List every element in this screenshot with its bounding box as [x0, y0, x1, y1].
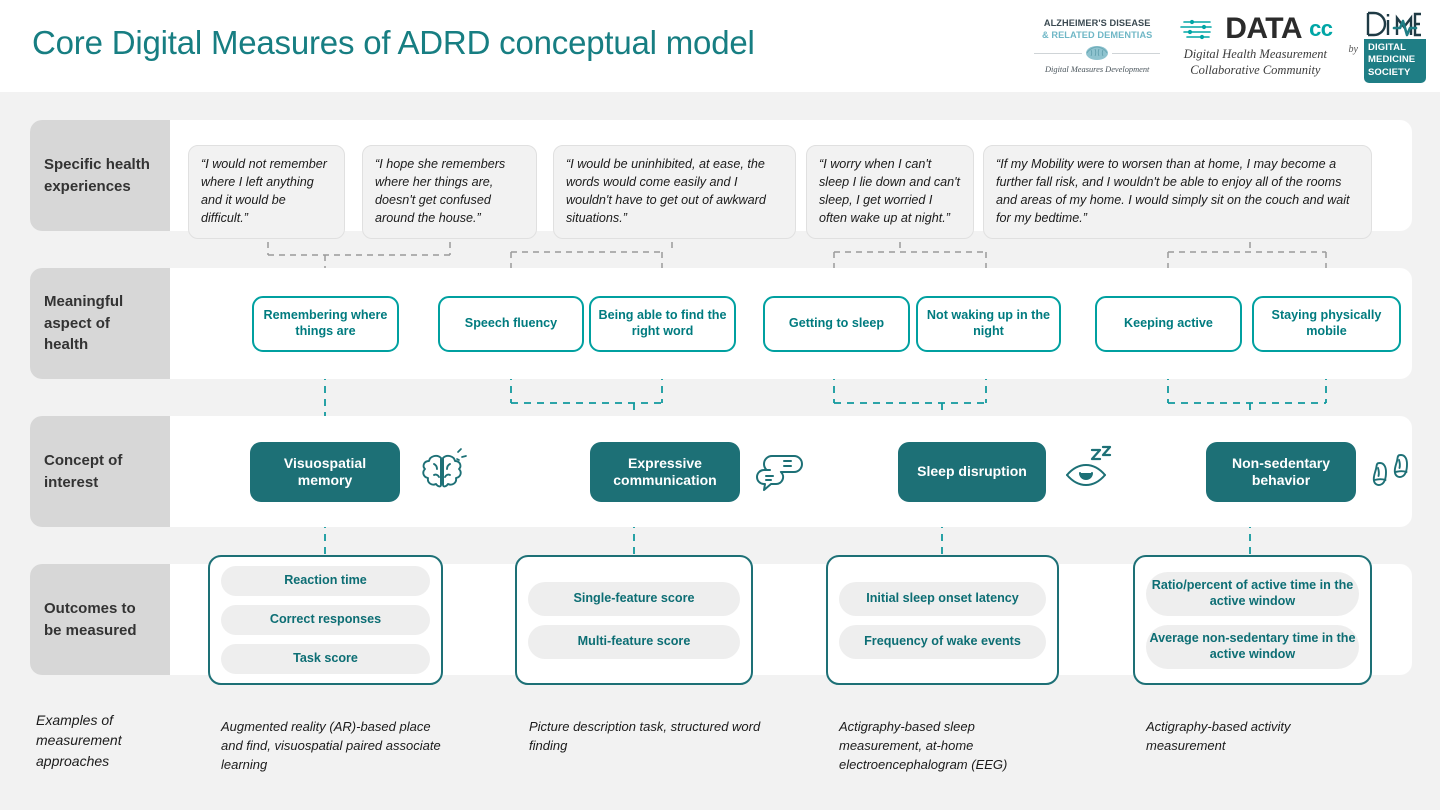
outcome-pill[interactable]: Correct responses	[221, 605, 430, 635]
outcome-pill[interactable]: Reaction time	[221, 566, 430, 596]
conceptual-model-diagram: Specific health experiences “I would not…	[0, 92, 1440, 810]
sleeping-eye-zzz-icon	[1056, 442, 1116, 502]
row-label-outcomes-to-be-measured: Outcomes to be measured	[30, 564, 170, 675]
meaningful-aspect-box[interactable]: Speech fluency	[438, 296, 584, 352]
dime-line1: DIGITAL	[1368, 41, 1406, 53]
adrd-logo: ALZHEIMER'S DISEASE & RELATED DEMENTIAS …	[1034, 18, 1168, 74]
adrd-logo-line1: ALZHEIMER'S DISEASE	[1043, 18, 1151, 28]
outcome-pill[interactable]: Task score	[221, 644, 430, 674]
adrd-logo-line2: & RELATED DEMENTIAS	[1041, 29, 1153, 40]
outcome-pill[interactable]: Average non-sedentary time in the active…	[1146, 624, 1359, 669]
concept-box[interactable]: Expressive communication	[590, 442, 740, 502]
footer-label: Examples of measurement approaches	[36, 712, 122, 769]
concept-box[interactable]: Non-sedentary behavior	[1206, 442, 1356, 502]
row-label-specific-health-experiences: Specific health experiences	[30, 120, 170, 231]
datacc-wordmark: DATA	[1225, 11, 1303, 45]
meaningful-aspect-box[interactable]: Getting to sleep	[763, 296, 910, 352]
concept-box[interactable]: Sleep disruption	[898, 442, 1046, 502]
quote-card: “I hope she remembers where her things a…	[362, 145, 537, 239]
row-label-concept-of-interest: Concept of interest	[30, 416, 170, 527]
adrd-brain-icon	[1034, 43, 1161, 63]
meaningful-aspect-box[interactable]: Staying physically mobile	[1252, 296, 1401, 352]
brain-icon	[412, 442, 472, 502]
outcome-pill[interactable]: Initial sleep onset latency	[839, 581, 1046, 616]
dime-name-block: DIGITAL MEDICINE SOCIETY	[1364, 38, 1426, 84]
speech-bubbles-icon	[748, 442, 808, 502]
quote-card: “If my Mobility were to worsen than at h…	[983, 145, 1372, 239]
quote-card: “I would not remember where I left anyth…	[188, 145, 345, 239]
datacc-sub-line1: Digital Health Measurement	[1183, 46, 1327, 61]
page-header: Core Digital Measures of ADRD conceptual…	[0, 0, 1440, 92]
adrd-logo-tagline: Digital Measures Development	[1045, 65, 1150, 74]
outcome-group[interactable]: Initial sleep onset latency Frequency of…	[826, 555, 1059, 685]
datacc-cc-mark: cc	[1309, 15, 1333, 41]
footer-example: Augmented reality (AR)-based place and f…	[221, 719, 441, 772]
quote-card: “I worry when I can't sleep I lie down a…	[806, 145, 974, 239]
row-specific-health-experiences: Specific health experiences “I would not…	[30, 120, 1412, 239]
page-title: Core Digital Measures of ADRD conceptual…	[32, 24, 755, 61]
outcome-pill[interactable]: Frequency of wake events	[839, 624, 1046, 659]
footer-example: Actigraphy-based sleep measurement, at-h…	[839, 719, 1008, 772]
outcome-group[interactable]: Reaction time Correct responses Task sco…	[208, 555, 443, 685]
meaningful-aspect-box[interactable]: Not waking up in the night	[916, 296, 1061, 352]
row-outcomes-to-be-measured: Outcomes to be measured Reaction time Co…	[30, 555, 1412, 685]
dime-line2: MEDICINE	[1368, 54, 1416, 66]
footprints-icon	[1362, 442, 1422, 502]
row-label-meaningful-aspect-of-health: Meaningful aspect of health	[30, 268, 170, 379]
datacc-sub-line2: Collaborative Community	[1190, 62, 1321, 77]
meaningful-aspect-box[interactable]: Remembering where things are	[252, 296, 399, 352]
outcome-pill[interactable]: Ratio/percent of active time in the acti…	[1146, 571, 1359, 616]
logo-bar: ALZHEIMER'S DISEASE & RELATED DEMENTIAS …	[1034, 6, 1426, 86]
dime-line3: SOCIETY	[1368, 66, 1411, 78]
meaningful-aspect-box[interactable]: Being able to find the right word	[589, 296, 736, 352]
meaningful-aspect-box[interactable]: Keeping active	[1095, 296, 1242, 352]
footer-example: Picture description task, structured wor…	[529, 719, 761, 753]
network-nodes-icon	[1180, 19, 1212, 39]
dime-logo: DIGITAL MEDICINE SOCIETY	[1364, 9, 1426, 84]
outcome-pill[interactable]: Multi-feature score	[528, 624, 740, 659]
quote-card: “I would be uninhibited, at ease, the wo…	[553, 145, 796, 239]
by-label: by	[1348, 43, 1358, 55]
footer-example: Actigraphy-based activity measurement	[1146, 719, 1291, 753]
outcome-group[interactable]: Ratio/percent of active time in the acti…	[1133, 555, 1372, 685]
row-concept-of-interest: Concept of interest Visuospatial memory …	[30, 416, 1412, 527]
outcome-group[interactable]: Single-feature score Multi-feature score	[515, 555, 753, 685]
concept-box[interactable]: Visuospatial memory	[250, 442, 400, 502]
dime-wordmark-icon	[1364, 9, 1426, 39]
datacc-logo: DATA cc Digital Health Measurement Colla…	[1168, 11, 1342, 78]
row-meaningful-aspect-of-health: Meaningful aspect of health Remembering …	[30, 268, 1412, 379]
outcome-pill[interactable]: Single-feature score	[528, 581, 740, 616]
